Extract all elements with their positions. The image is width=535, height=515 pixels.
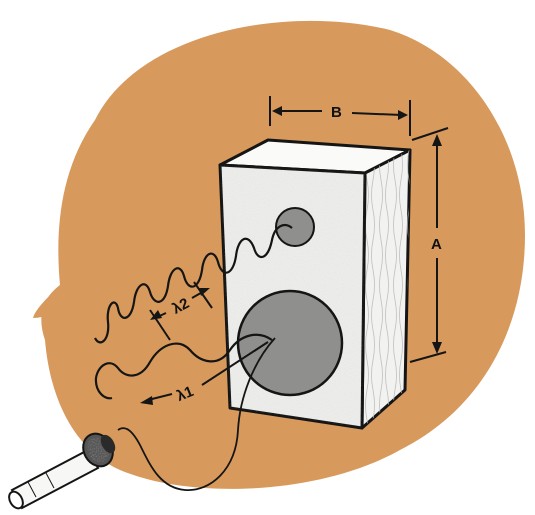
disc-notch	[33, 285, 62, 318]
dimension-lambda1	[140, 341, 269, 405]
label-a: A	[431, 236, 442, 253]
sound-wave-long	[94, 333, 273, 400]
label-lambda1: λ1	[174, 383, 196, 405]
sound-wave-short	[94, 224, 293, 344]
dimension-b	[269, 96, 411, 136]
dimension-lambda2	[149, 281, 213, 341]
tweeter	[275, 207, 315, 247]
microphone-cable	[117, 337, 276, 491]
microphone	[8, 432, 116, 510]
label-lambda2: λ2	[169, 295, 192, 318]
dimension-a	[409, 127, 449, 363]
label-b: B	[331, 104, 342, 121]
woofer	[236, 289, 344, 397]
